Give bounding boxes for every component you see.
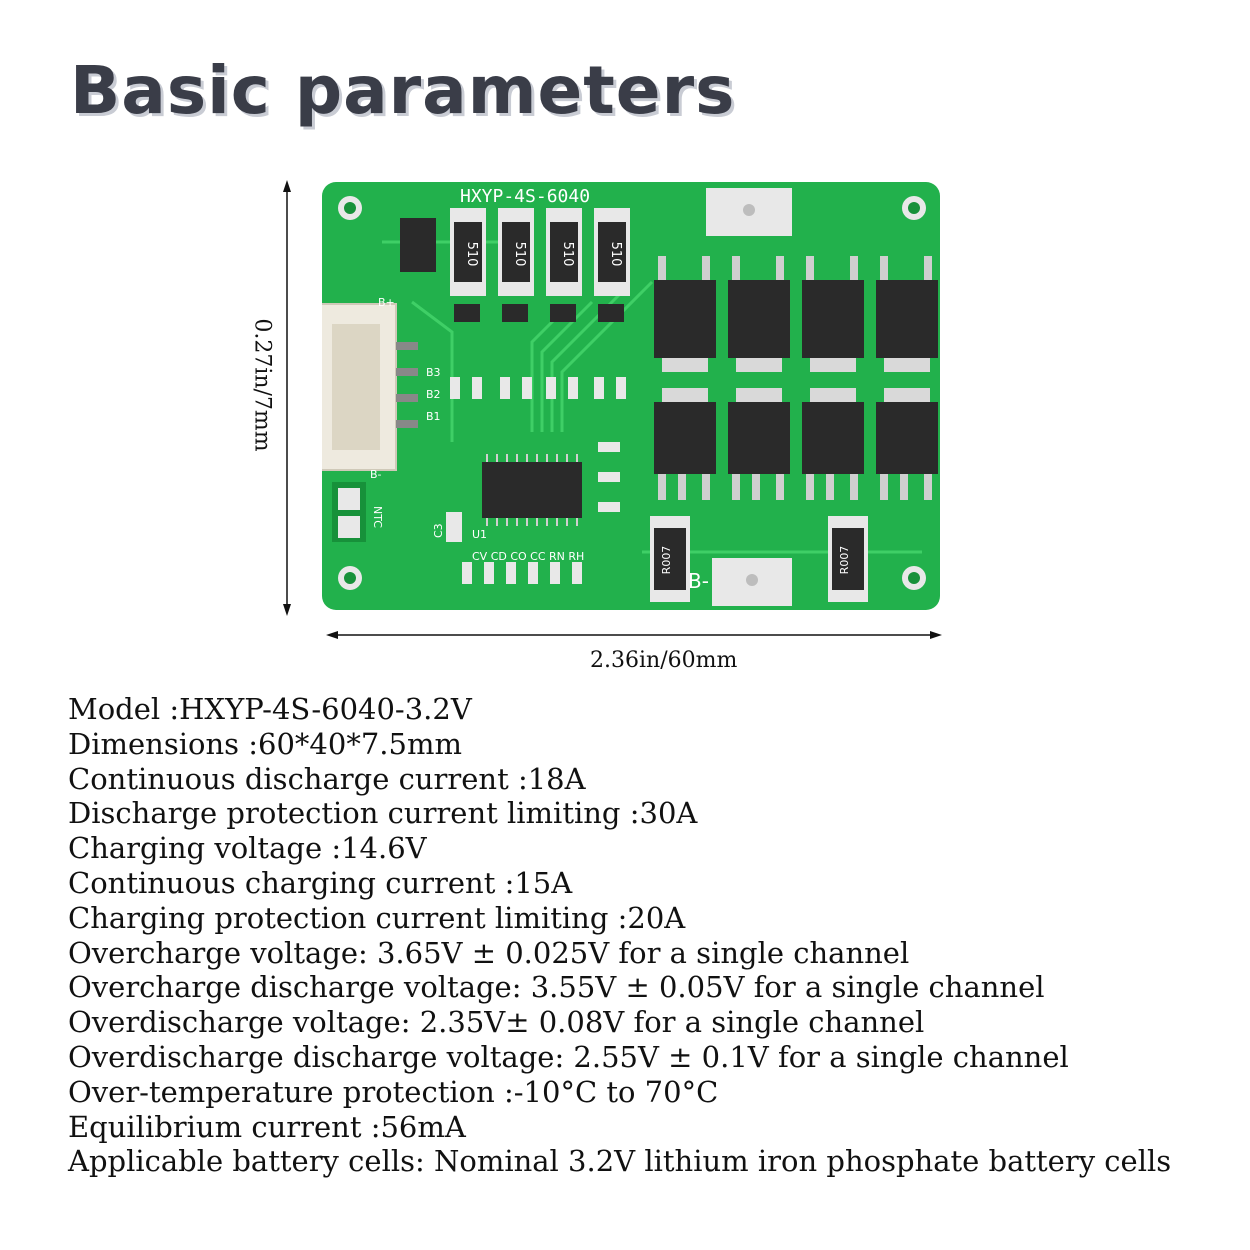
capacitor-c3 [446, 512, 462, 542]
page-title: Basic parameters [70, 52, 736, 129]
dimension-arrows [283, 180, 942, 639]
spec-continuous-discharge: Continuous discharge current :18A [68, 761, 586, 796]
width-dimension-label: 2.36in/60mm [590, 648, 738, 673]
svg-text:B1: B1 [426, 410, 441, 423]
spec-discharge-protection: Discharge protection current limiting :3… [68, 796, 698, 831]
spec-continuous-charging: Continuous charging current :15A [68, 865, 573, 900]
pcb-board-image: HXYP-4S-6040 510 510 510 510 [322, 182, 940, 610]
svg-text:U1: U1 [472, 528, 487, 541]
svg-text:B2: B2 [426, 388, 441, 401]
spec-overdischarge-discharge-voltage: Overdischarge discharge voltage: 2.55V ±… [68, 1039, 1069, 1074]
spec-over-temperature: Over-temperature protection :-10°C to 70… [68, 1074, 719, 1109]
svg-text:C3: C3 [432, 523, 445, 538]
svg-text:B-: B- [370, 468, 382, 481]
specifications-list: Model :HXYP-4S-6040-3.2V Dimensions :60*… [68, 692, 1228, 1179]
spec-charging-voltage: Charging voltage :14.6V [68, 831, 427, 866]
small-transistors [454, 304, 624, 322]
svg-text:CV CD CO CC RN RH: CV CD CO CC RN RH [472, 550, 584, 563]
mosfets-top-row [654, 280, 938, 372]
small-passives [450, 377, 626, 584]
balance-resistors: 510 510 510 510 [450, 208, 630, 296]
spec-dimensions: Dimensions :60*40*7.5mm [68, 726, 462, 761]
connector-pins [396, 342, 418, 428]
dimension-diagram: 0.27in/7mm 2.36in/60mm [249, 180, 942, 673]
mosfets-bottom-row [654, 388, 938, 474]
svg-text:R007: R007 [660, 546, 673, 575]
spec-overdischarge-voltage: Overdischarge voltage: 2.35V± 0.08V for … [68, 1005, 925, 1040]
spec-overcharge-voltage: Overcharge voltage: 3.65V ± 0.025V for a… [68, 935, 910, 970]
silkscreen-model: HXYP-4S-6040 [460, 186, 590, 207]
spec-equilibrium-current: Equilibrium current :56mA [68, 1109, 466, 1144]
mosfet-leads [658, 256, 932, 500]
svg-text:B3: B3 [426, 366, 441, 379]
svg-text:510: 510 [560, 242, 575, 267]
control-ic [482, 462, 582, 518]
svg-text:B-: B- [688, 569, 709, 593]
height-dimension-label: 0.27in/7mm [249, 318, 275, 452]
svg-text:510: 510 [608, 242, 623, 267]
spec-model: Model :HXYP-4S-6040-3.2V [68, 692, 472, 726]
ic-pins [486, 454, 578, 526]
svg-text:510: 510 [512, 242, 527, 267]
spec-charging-protection: Charging protection current limiting :20… [68, 900, 686, 935]
spec-applicable-cells: Applicable battery cells: Nominal 3.2V l… [68, 1144, 1172, 1179]
svg-text:NTC: NTC [371, 506, 384, 528]
svg-text:B+: B+ [378, 296, 395, 309]
smd-component [400, 218, 436, 272]
mounting-holes [338, 196, 926, 590]
svg-text:R007: R007 [838, 546, 851, 575]
svg-text:510: 510 [464, 242, 479, 267]
spec-overcharge-discharge-voltage: Overcharge discharge voltage: 3.55V ± 0.… [68, 970, 1045, 1005]
